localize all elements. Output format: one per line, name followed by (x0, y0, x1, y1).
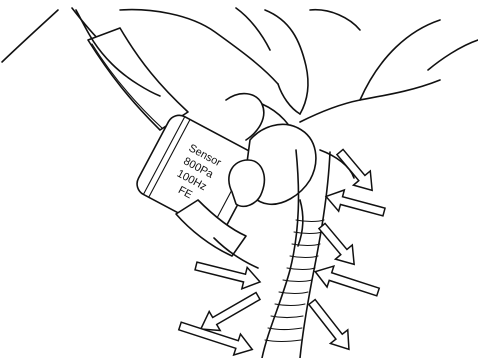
sensor-cable (88, 28, 188, 130)
arrow-right-inward-2 (312, 261, 382, 302)
arrow-lower-right (303, 295, 357, 356)
arrow-upper-right-2 (314, 219, 363, 271)
arrow-right-inward-1 (323, 186, 387, 223)
arrow-left-inward-1 (193, 255, 262, 292)
right-hand (229, 80, 440, 246)
arrow-upper-right-1 (332, 145, 381, 197)
sleeve-outline (2, 8, 478, 100)
